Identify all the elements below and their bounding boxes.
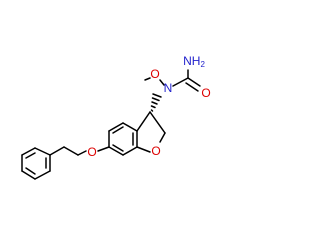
dihydrofuran-ring [136,111,166,153]
phenyl-ring [21,147,51,180]
urea-nitrogen-label: N [164,81,173,95]
molecule-structure-diagram: O O N O O NH2 [21,54,211,180]
hydroxyl-oxygen-label: O [150,67,159,81]
n-oh-bond [144,77,165,86]
carbonyl-double-bond [185,77,201,92]
amine-subscript: 2 [200,60,205,69]
ether-bonds [97,146,110,152]
n-carbonyl-bond [172,77,189,87]
benzofuran-benzene-ring [108,122,138,156]
hashed-wedge-bond [150,93,162,112]
carbonyl-oxygen-label: O [201,86,210,100]
benzylic-ch2-bonds [49,146,87,156]
amine-nh-text: NH [183,54,200,68]
amine-nitrogen-label: NH2 [183,54,205,69]
ether-oxygen-label: O [87,145,96,159]
ring-oxygen-label: O [151,144,160,158]
